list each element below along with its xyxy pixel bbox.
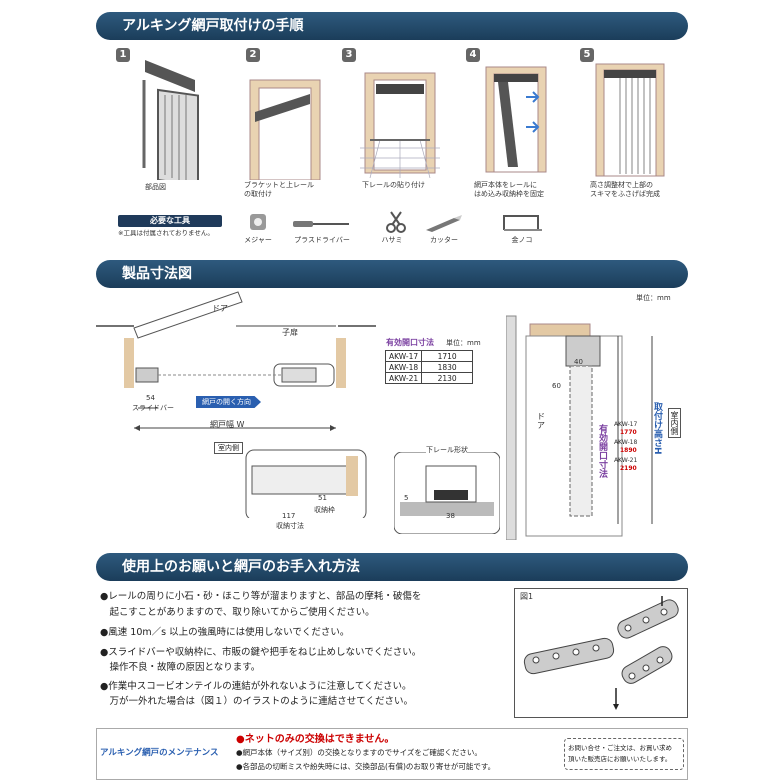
bottom-rail-shape-label: 下レール形状 [426, 446, 468, 455]
maintenance-headline: ●ネットのみの交換はできません。 [236, 734, 395, 745]
step-4-body-illustration [485, 66, 547, 173]
note-line-3: ●風速 10m／s 以上の強風時には使用しないでください。 [100, 627, 350, 638]
step-4-number: 4 [466, 48, 480, 62]
plan-view-diagram [96, 291, 376, 518]
step-2-bracket-illustration [249, 79, 321, 180]
open-direction-arrow: 網戸の開く方向 [196, 396, 261, 408]
note-line-5: 操作不良・故障の原因となります。 [100, 662, 261, 673]
section-title-usage: 使用上のお願いと網戸のお手入れ方法 [96, 553, 688, 581]
section-title-installation: アルキング網戸取付けの手順 [96, 12, 688, 40]
height-model-21: AKW-21 [614, 457, 638, 464]
required-tools-badge: 必要な工具 [118, 215, 222, 227]
maintenance-label: アルキング網戸のメンテナンス [100, 748, 219, 758]
scissors-icon [386, 211, 406, 233]
dim-5-label: 5 [404, 494, 409, 502]
tool-label-scissors: ハサミ [381, 236, 403, 244]
indoor-label-plan: 室内側 [214, 442, 243, 454]
height-value-21: 2190 [620, 465, 637, 472]
child-door-label: 子扉 [282, 328, 298, 337]
slide-bar-label: スライドバー [132, 404, 174, 412]
screen-width-label: 網戸幅 W [210, 420, 245, 429]
step-5-number: 5 [580, 48, 594, 62]
door-label: ドア [212, 304, 228, 313]
note-line-6: ●作業中スコービオンテイルの連結が外れないように注意してください。 [100, 681, 412, 692]
dim-54-label: 54 [146, 394, 155, 402]
height-value-18: 1890 [620, 447, 637, 454]
contact-line-2: 頂いた販売店にお願いいたします。 [568, 755, 672, 763]
door-vertical-label: ド ア [537, 412, 545, 430]
tool-label-cutter: カッター [430, 236, 458, 244]
note-line-1: ●レールの周りに小石・砂・ほこり等が溜まりますと、部品の摩耗・破傷を [100, 591, 422, 602]
figure-1-label: 図1 [520, 592, 534, 601]
dim-38-label: 38 [446, 512, 455, 520]
figure-1-chain-illustration [523, 596, 679, 710]
step-1-caption: 部品図 [145, 183, 166, 191]
elevation-diagram [506, 315, 653, 540]
unit-label: 単位：mm [636, 294, 671, 302]
section-title-dimensions: 製品寸法図 [96, 260, 688, 288]
step-2-number: 2 [246, 48, 260, 62]
screwdriver-icon [293, 221, 349, 227]
step-2-caption: ブラケットと上レール の取付け [244, 181, 314, 198]
maintenance-box [96, 728, 688, 780]
note-line-7: 万が一外れた場合は（図１）のイラストのように連結させてください。 [100, 696, 414, 707]
maintenance-line-1: ●網戸本体（サイズ別）の交換となりますのでサイズをご確認ください。 [236, 748, 482, 757]
tools-note: ※工具は付属されておりません。 [118, 229, 214, 237]
step-3-caption: 下レールの貼り付け [362, 181, 425, 189]
dim-117-label: 117 [282, 512, 296, 520]
step-3-number: 3 [342, 48, 356, 62]
dim-40-label: 40 [574, 358, 583, 366]
bottom-rail-detail [394, 452, 500, 534]
table-title: 有効開口寸法 [386, 338, 434, 347]
hacksaw-icon [503, 215, 542, 231]
contact-line-1: お問い合せ・ご注文は、お買い求め [568, 744, 672, 752]
tool-label-hacksaw: 金ノコ [511, 236, 533, 244]
step-5-caption: 高さ調整材で上部の スキマをふさげば完成 [590, 181, 660, 198]
storage-frame-label: 収納枠 [314, 506, 335, 514]
indoor-vertical-label: 室内側 [668, 408, 681, 438]
storage-size-label: 収納寸法 [276, 522, 304, 530]
step-1-parts-illustration [142, 60, 199, 180]
tool-label-tape-measure: メジャー [244, 236, 272, 244]
effective-opening-vertical-label: 有効開口寸法 [597, 424, 607, 478]
install-height-vertical-label: 取付け高さH [652, 402, 662, 455]
step-1-number: 1 [116, 48, 130, 62]
maintenance-line-2: ●各部品の切断ミスや紛失時には、交換部品(有償)のお取り寄せが可能です。 [236, 762, 496, 771]
tool-label-screwdriver: プラスドライバー [294, 236, 350, 244]
height-value-17: 1770 [620, 429, 637, 436]
tape-measure-icon [250, 214, 266, 230]
note-line-4: ●スライドバーや収納枠に、市販の鍵や把手をねじ止めしないでください。 [100, 647, 422, 658]
step-4-caption: 網戸本体をレールに はめ込み収納枠を固定 [474, 181, 544, 198]
dim-60-label: 60 [552, 382, 561, 390]
height-model-18: AKW-18 [614, 439, 638, 446]
note-line-2: 起こすことがありますので、取り除いてからご使用ください。 [100, 607, 375, 618]
table-unit: 単位：mm [446, 339, 481, 347]
dim-51-label: 51 [318, 494, 327, 502]
step-3-rail-illustration [360, 72, 440, 178]
figure-1-frame [514, 588, 688, 718]
height-model-17: AKW-17 [614, 421, 638, 428]
cutter-knife-icon [426, 215, 462, 232]
step-5-complete-illustration [595, 63, 665, 177]
contact-box [564, 738, 684, 770]
